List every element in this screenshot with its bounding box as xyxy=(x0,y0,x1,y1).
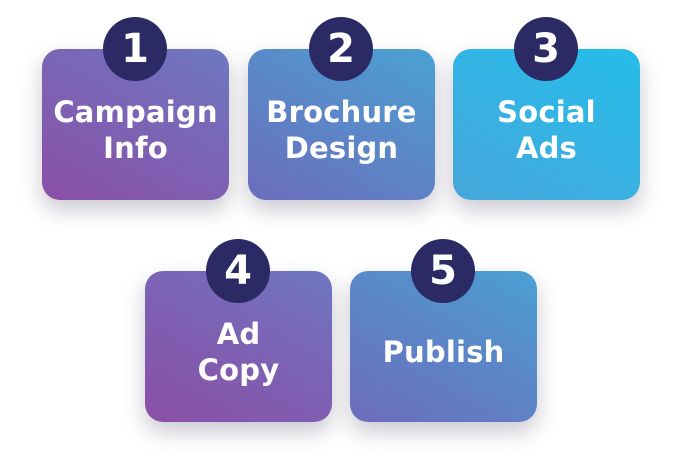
step-card-campaign-info: 1 Campaign Info xyxy=(42,17,229,200)
step-label-line: Brochure xyxy=(266,94,417,129)
step-card-social-ads: 3 Social Ads xyxy=(453,17,640,200)
step-number-badge: 2 xyxy=(309,17,373,81)
step-label-line: Social xyxy=(497,94,596,129)
step-number-badge: 3 xyxy=(514,17,578,81)
step-label-line: Ad xyxy=(216,316,261,351)
step-label-line: Copy xyxy=(197,352,280,387)
step-card-publish: 5 Publish xyxy=(350,239,537,422)
step-card-ad-copy: 4 Ad Copy xyxy=(145,239,332,422)
step-label: Publish xyxy=(383,334,505,370)
step-label: Ad Copy xyxy=(198,316,280,388)
step-label-line: Publish xyxy=(382,334,505,369)
step-label: Social Ads xyxy=(497,94,596,166)
step-label-line: Info xyxy=(103,130,168,165)
step-label-line: Campaign xyxy=(53,94,218,129)
step-label-line: Design xyxy=(284,130,399,165)
step-label: Brochure Design xyxy=(266,94,416,166)
step-number-badge: 4 xyxy=(206,239,270,303)
step-number-badge: 5 xyxy=(411,239,475,303)
step-number-badge: 1 xyxy=(103,17,167,81)
step-card-brochure-design: 2 Brochure Design xyxy=(248,17,435,200)
step-label-line: Ads xyxy=(515,130,578,165)
step-label: Campaign Info xyxy=(53,94,217,166)
